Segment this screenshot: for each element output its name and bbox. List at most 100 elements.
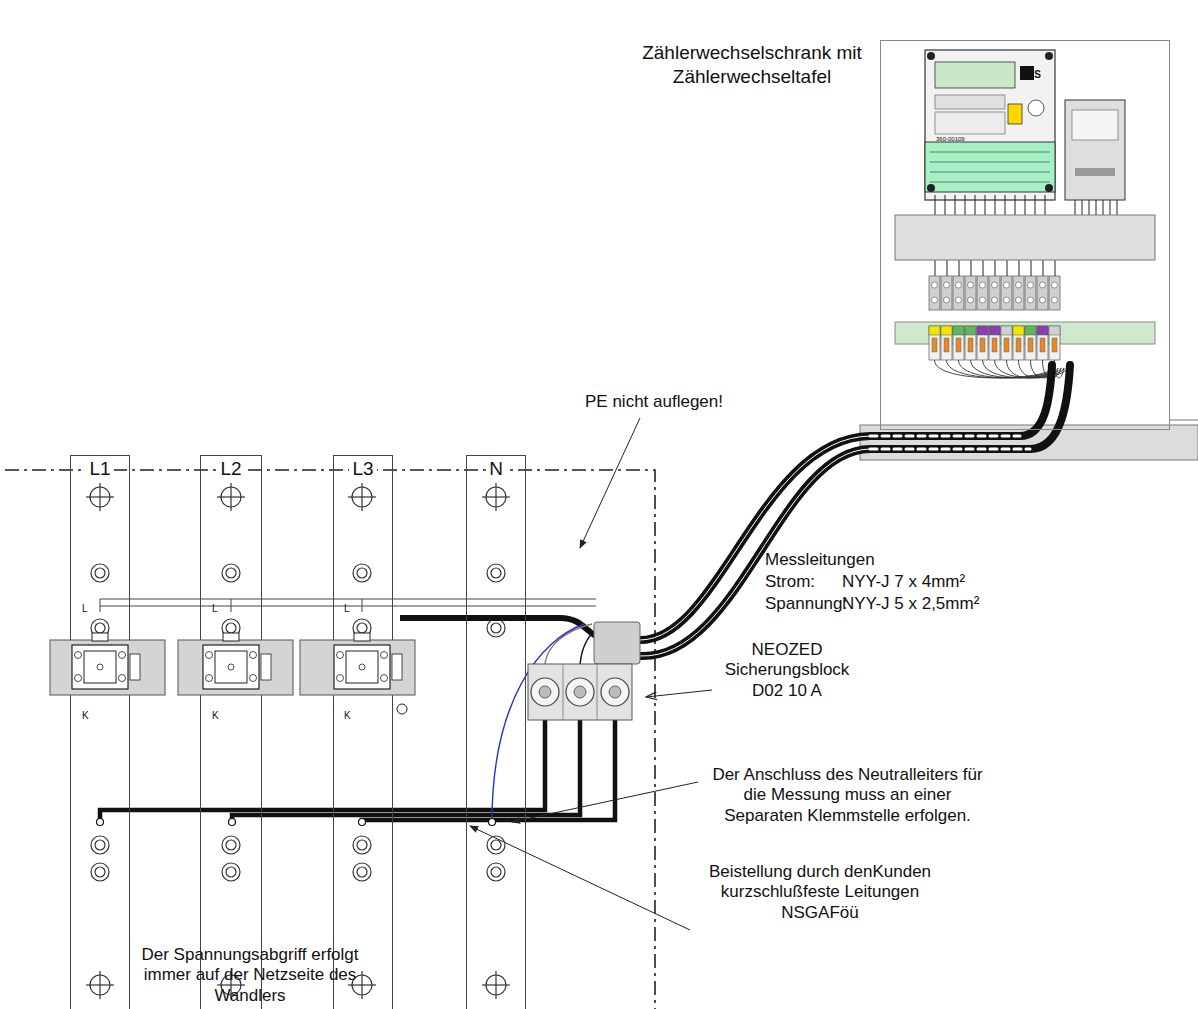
neozed-fuse-block	[609, 686, 621, 698]
cabinet-wiring	[1082, 200, 1083, 215]
terminal-blocks	[947, 360, 1056, 378]
terminal-blocks	[971, 360, 1062, 378]
busbar-bolts	[495, 483, 496, 511]
boundary-line	[5, 470, 655, 1009]
cable-type-name: Strom:	[765, 572, 845, 592]
busbar-bolts	[486, 487, 506, 507]
terminal-letter: K	[344, 710, 356, 722]
current-wires	[100, 599, 596, 636]
busbar-bolts	[361, 971, 362, 999]
busbar-bolts	[495, 971, 496, 999]
terminal-blocks	[953, 326, 964, 360]
cabinet-wiring	[975, 195, 976, 215]
terminal-blocks	[944, 338, 949, 352]
terminal-blocks	[1037, 326, 1048, 360]
terminal-blocks	[956, 282, 962, 288]
leader-lines	[470, 826, 690, 930]
neozed-fuse-block	[601, 678, 629, 706]
busbar-bolts	[222, 564, 240, 582]
din-rail	[895, 322, 1155, 344]
voltage-wires	[362, 720, 615, 822]
busbar-bolts	[491, 568, 501, 578]
current-wires	[362, 599, 363, 612]
neozed-fuse-block	[597, 664, 598, 720]
busbar-bolts	[95, 867, 105, 877]
cabinet-wiring	[1110, 200, 1111, 215]
cable-duct	[1170, 420, 1198, 421]
terminal-blocks	[1001, 326, 1012, 360]
cable-spec: NYY-J 5 x 2,5mm²	[842, 594, 1042, 614]
current-transformers	[178, 640, 293, 695]
terminal-blocks	[980, 282, 986, 288]
communication-device	[1065, 100, 1125, 200]
terminal-blocks	[1031, 360, 1059, 378]
tap-points	[97, 819, 496, 826]
terminal-blocks	[1052, 338, 1057, 352]
terminal-blocks	[1016, 282, 1022, 288]
terminal-blocks	[968, 297, 974, 303]
cabinet-wiring	[1103, 200, 1104, 215]
busbar-label: L2	[217, 458, 244, 480]
meter-number: 360-00109	[936, 136, 996, 143]
current-wires	[400, 618, 596, 636]
current-transformers	[250, 652, 257, 659]
terminal-blocks	[992, 338, 997, 352]
cabinet-wiring	[955, 195, 956, 215]
busbar: L2	[200, 455, 262, 1009]
terminal-cover	[895, 215, 1155, 260]
busbar-bolts	[491, 840, 501, 850]
cabinet-wiring	[935, 260, 936, 276]
terminal-blocks	[1037, 276, 1048, 310]
terminal-blocks	[1037, 326, 1048, 335]
current-transformers	[119, 652, 126, 659]
terminal-blocks	[1028, 338, 1033, 352]
cabinet-wiring	[947, 260, 948, 276]
terminal-letter: L	[212, 603, 224, 615]
current-transformers	[130, 654, 140, 680]
busbar-bolts	[486, 975, 506, 995]
current-transformers	[206, 675, 213, 682]
terminal-blocks	[932, 297, 938, 303]
current-transformers	[228, 664, 234, 670]
terminal-blocks	[968, 282, 974, 288]
cabinet-wiring	[1035, 195, 1036, 215]
cable-type-name: Spannung:	[765, 594, 845, 614]
busbar-bolts	[90, 487, 110, 507]
busbar-bolts	[357, 623, 367, 633]
busbar-bolts	[95, 840, 105, 850]
terminal-letter: K	[82, 710, 94, 722]
terminal-blocks	[941, 326, 952, 335]
leader-lines	[512, 782, 698, 822]
busbar-label: L3	[349, 458, 376, 480]
tap-points	[359, 819, 366, 826]
terminal-blocks	[1004, 338, 1009, 352]
busbar-bolts	[95, 568, 105, 578]
cabinet-wiring	[945, 195, 946, 215]
terminal-blocks	[944, 282, 950, 288]
busbar-bolts	[99, 971, 100, 999]
cabinet-wiring	[995, 260, 996, 276]
customer-note: Beistellung durch denKunden kurzschlußfe…	[700, 862, 940, 923]
busbar-bolts	[487, 619, 505, 637]
measurement-cables	[870, 448, 1030, 451]
current-transformers	[397, 704, 407, 714]
busbar-bolts	[352, 487, 372, 507]
terminal-letter: L	[82, 603, 94, 615]
tap-points	[229, 819, 236, 826]
terminal-blocks	[1052, 297, 1058, 303]
busbar-bolts	[222, 619, 240, 637]
busbar-bolts	[217, 496, 245, 497]
busbar-bolts	[353, 836, 371, 854]
busbar-bolts	[353, 863, 371, 881]
terminal-blocks	[995, 360, 1068, 378]
cable-heading: Messleitungen	[765, 550, 985, 570]
busbar-bolts	[230, 483, 231, 511]
current-transformers	[359, 664, 365, 670]
cabinet-wiring	[1019, 260, 1020, 276]
measurement-cables	[640, 436, 870, 640]
neozed-fuse-block	[574, 686, 586, 698]
meter	[935, 112, 1005, 134]
meter	[1045, 52, 1053, 60]
fuse-feed-wires	[610, 632, 615, 664]
leader-lines	[646, 690, 712, 697]
